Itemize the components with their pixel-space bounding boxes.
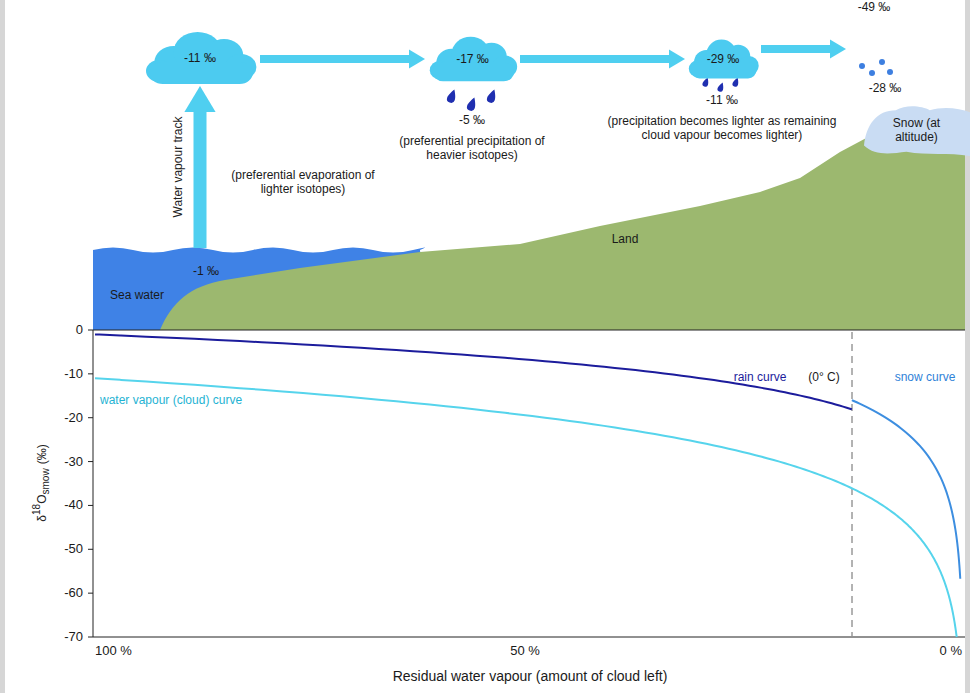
axis-title-part: (‰) (35, 444, 49, 464)
annotation: -11 ‰ (706, 93, 738, 107)
node-text: -49 ‰ (858, 0, 891, 14)
cloud-box: -11 ‰ (140, 30, 260, 86)
raindrops (446, 76, 740, 112)
axis-label: -30 (64, 455, 83, 469)
axis-label: -40 (64, 498, 83, 512)
tick (88, 330, 93, 331)
axis-label: -70 (64, 630, 83, 644)
rain-curve (95, 334, 852, 409)
tick (88, 593, 93, 594)
node-text: -29 ‰ (707, 52, 740, 66)
axis-title-part: O (35, 494, 49, 503)
arrow-label: Water vapour track (171, 115, 185, 220)
annotation: (precipitation becomes lighter as remain… (600, 114, 845, 142)
tick (88, 505, 93, 506)
cloud-box: -17 ‰ (425, 35, 520, 83)
flow-arrow (194, 112, 207, 248)
snow-patch: Snow (at altitude) (864, 104, 970, 156)
tick (88, 637, 93, 638)
flow-arrow (260, 55, 409, 63)
x-axis (93, 637, 965, 638)
isotope-curves (95, 334, 960, 637)
annotation: -28 ‰ (869, 81, 902, 95)
axis-label: -10 (64, 367, 83, 381)
flow-arrow (761, 45, 830, 53)
tick (88, 461, 93, 462)
land-shape (160, 128, 965, 330)
cloud-box: -29 ‰ (685, 38, 761, 80)
vapour-curve (95, 378, 957, 637)
axis-title-part: 18 (31, 504, 42, 515)
axis-label: -20 (64, 411, 83, 425)
annotation: (preferential precipitation of heavier i… (382, 134, 562, 162)
axis-ticks (88, 330, 93, 637)
node-text: -17 ‰ (456, 52, 489, 66)
freezing-line (852, 332, 853, 636)
annotation: (preferential evaporation of lighter iso… (216, 168, 391, 196)
annotation: water vapour (cloud) curve (100, 393, 242, 407)
axis-label: Residual water vapour (amount of cloud l… (393, 669, 668, 683)
axis-label: 50 % (510, 644, 540, 658)
annotation: (0° C) (806, 370, 841, 384)
paper-ground (5, 0, 965, 693)
region-box: Sea water -1 ‰ (93, 248, 420, 330)
node-text: Sea water (110, 288, 164, 302)
snowflakes (859, 59, 893, 76)
node-text: Snow (at altitude) (879, 116, 955, 144)
snow-curve (852, 400, 960, 579)
region-box: -49 ‰ (846, 0, 902, 60)
axis-label: 100 % (95, 644, 132, 658)
node-text: Land (612, 232, 639, 246)
tick (88, 549, 93, 550)
panel-divider (93, 330, 965, 331)
axis-label: -60 (64, 586, 83, 600)
axis-label: 0 % (940, 644, 962, 658)
flow-arrow (520, 55, 669, 63)
axis-label: 0 (76, 323, 83, 337)
annotation: snow curve (895, 370, 956, 384)
axis-title-part: δ (35, 515, 49, 522)
axis-label: -50 (64, 542, 83, 556)
region-box: Land (585, 226, 665, 252)
node-text: -1 ‰ (193, 264, 219, 278)
tick (88, 417, 93, 418)
annotation: -5 ‰ (459, 113, 485, 127)
y-axis-title: δ18Osmow (‰) (30, 444, 53, 521)
annotation: rain curve (734, 370, 787, 384)
node-text: -11 ‰ (184, 51, 216, 65)
y-axis (93, 330, 94, 637)
tick (88, 373, 93, 374)
axis-title-part: smow (41, 468, 52, 494)
